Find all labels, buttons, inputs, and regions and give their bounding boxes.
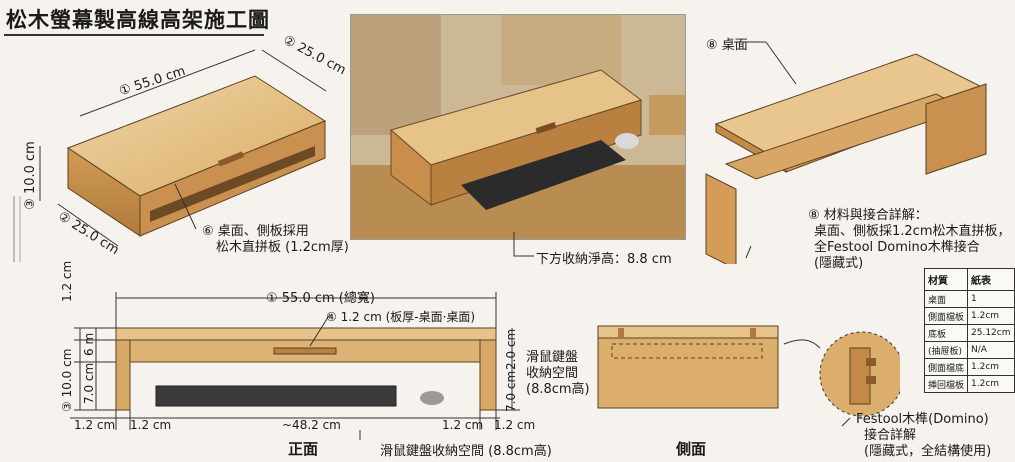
front-inner-height: 7.0 cm bbox=[82, 362, 96, 404]
exploded-notes: ⑧ 材料與接合詳解： 桌面、側板採1.2cm松木直拼板， 全Festool Do… bbox=[808, 208, 1011, 272]
material-table-header-cell: 材質 bbox=[923, 268, 969, 291]
front-storage-note-line2: 收納空間 bbox=[526, 366, 579, 381]
front-section-title: 正面 bbox=[288, 440, 319, 458]
render-photo-illustration bbox=[351, 15, 685, 239]
exploded-notes-line3: 全Festool Domino木榫接合 bbox=[814, 240, 980, 255]
side-section-title: 側面 bbox=[676, 440, 707, 458]
table-row: 桌面 1 bbox=[923, 290, 1015, 308]
front-bottom-left-2: 1.2 cm bbox=[130, 418, 172, 432]
title-underline bbox=[4, 34, 264, 36]
joint-detail-line1: Festool木榫(Domino) bbox=[856, 412, 989, 427]
joint-detail-line2: 接合詳解 bbox=[864, 428, 917, 443]
iso-material-note-line1: ⑥ 桌面、側板採用 bbox=[202, 224, 309, 239]
exploded-notes-line2: 桌面、側板採1.2cm松木直拼板， bbox=[814, 224, 1011, 239]
table-cell: 側面檔底 bbox=[923, 358, 969, 376]
joint-detail-line3: (隱藏式，全結構使用) bbox=[864, 444, 992, 459]
iso-material-note: ⑥ 桌面、側板採用 松木直拼板 (1.2cm厚) bbox=[202, 224, 349, 256]
front-right-top: 2.0 cm bbox=[504, 328, 518, 370]
front-top-thickness: 1.2 cm bbox=[60, 260, 74, 302]
exploded-top-label: ⑧ 桌面 bbox=[706, 38, 748, 53]
render-photo bbox=[350, 14, 686, 240]
storage-height-label: 下方收納淨高：8.8 cm bbox=[536, 252, 672, 267]
table-cell: 桌面 bbox=[923, 290, 969, 308]
front-storage-note-line1: 滑鼠鍵盤 bbox=[526, 350, 579, 365]
table-cell: 1.2cm bbox=[967, 375, 1015, 393]
front-view-drawing bbox=[70, 292, 520, 440]
table-cell: 1.2cm bbox=[967, 358, 1015, 376]
front-width-label: ① 55.0 cm (總寬) bbox=[266, 291, 375, 306]
exploded-notes-line4: (隱藏式) bbox=[814, 256, 864, 271]
material-table-header-cell: 紙表 bbox=[967, 268, 1015, 291]
table-cell: 25.12cm bbox=[967, 324, 1015, 342]
front-bottom-right-2: 1.2 cm bbox=[494, 418, 536, 432]
material-table-header: 材質 紙表 bbox=[923, 268, 1015, 291]
front-total-height: ③ 10.0 cm bbox=[60, 348, 74, 412]
front-drawer-height: 6 m bbox=[82, 332, 96, 356]
front-bottom-left-1: 1.2 cm bbox=[74, 418, 116, 432]
joint-detail-drawing bbox=[783, 331, 900, 427]
table-cell: 1 bbox=[967, 290, 1015, 308]
front-bottom-right-1: 1.2 cm bbox=[442, 418, 484, 432]
table-cell: 側面檔板 bbox=[923, 307, 969, 325]
table-cell: 底板 bbox=[923, 324, 969, 342]
front-bottom-mid: ~48.2 cm bbox=[282, 418, 341, 432]
table-cell: 挿回檔板 bbox=[923, 375, 969, 393]
front-storage-note-line3: (8.8cm高) bbox=[526, 382, 590, 397]
front-bottom-note: 滑鼠鍵盤收納空間 (8.8cm高) bbox=[380, 444, 552, 459]
front-storage-note: 滑鼠鍵盤 收納空間 (8.8cm高) bbox=[526, 350, 590, 398]
page-title: 松木螢幕製高線高架施工圖 bbox=[6, 8, 270, 32]
material-table: 材質 紙表 桌面 1 側面檔板 1.2cm 底板 25.12cm (抽屉板) N… bbox=[923, 268, 1015, 393]
front-right-inner: 7.0 cm bbox=[504, 370, 518, 412]
iso-view-drawing bbox=[13, 49, 327, 262]
table-row: 側面檔板 1.2cm bbox=[923, 307, 1015, 325]
joint-detail-note: Festool木榫(Domino) 接合詳解 (隱藏式，全結構使用) bbox=[856, 412, 991, 460]
table-cell: N/A bbox=[967, 341, 1015, 359]
table-row: 挿回檔板 1.2cm bbox=[923, 375, 1015, 393]
front-thickness-label: ④ 1.2 cm (板厚-桌面·桌面) bbox=[326, 310, 476, 324]
photo-pointer-line bbox=[513, 232, 534, 257]
table-row: (抽屉板) N/A bbox=[923, 341, 1015, 359]
table-cell: (抽屉板) bbox=[923, 341, 969, 359]
exploded-view-drawing bbox=[705, 41, 988, 264]
side-view-drawing bbox=[597, 325, 779, 409]
exploded-notes-line1: ⑧ 材料與接合詳解： bbox=[808, 208, 928, 223]
table-row: 側面檔底 1.2cm bbox=[923, 358, 1015, 376]
iso-material-note-line2: 松木直拼板 (1.2cm厚) bbox=[216, 240, 349, 255]
table-cell: 1.2cm bbox=[967, 307, 1015, 325]
iso-height-label: ③ 10.0 cm bbox=[22, 141, 38, 210]
table-row: 底板 25.12cm bbox=[923, 324, 1015, 342]
